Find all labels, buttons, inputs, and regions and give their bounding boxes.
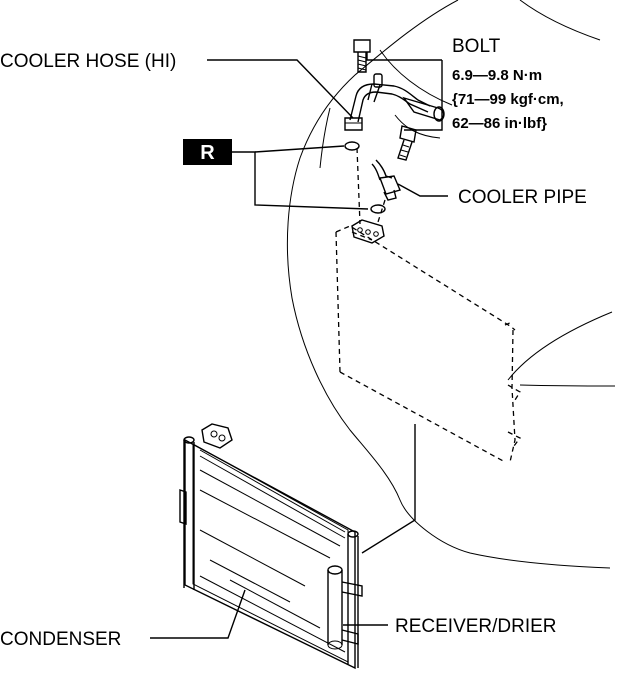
torque-spec-line3: 62—86 in·lbf} (452, 115, 547, 132)
torque-spec-line1: 6.9—9.8 N·m (452, 67, 542, 84)
bolt-upper (353, 39, 371, 73)
condenser-label: CONDENSER (0, 629, 121, 650)
pipe-flange (351, 219, 385, 244)
cooler-hose-hi (344, 73, 445, 131)
radiator-dashed-outline (335, 147, 521, 463)
bolt-lower (397, 125, 417, 161)
o-ring-lower (370, 204, 386, 214)
leader-lines (150, 52, 448, 639)
receiver-drier-label: RECEIVER/DRIER (395, 616, 557, 637)
torque-spec-line2: {71—99 kgf·cm, (452, 91, 564, 108)
vehicle-body-outline (286, 0, 616, 569)
condenser (179, 423, 359, 670)
replace-badge-label: R (200, 142, 215, 164)
o-ring-upper (344, 141, 360, 151)
cooler-pipe-label: COOLER PIPE (458, 187, 587, 208)
cooler-hose-hi-label: COOLER HOSE (HI) (0, 51, 176, 72)
cooler-pipe (371, 159, 401, 201)
bolt-label: BOLT (452, 36, 501, 57)
replace-badge: R (183, 139, 232, 165)
receiver-drier (327, 565, 363, 650)
